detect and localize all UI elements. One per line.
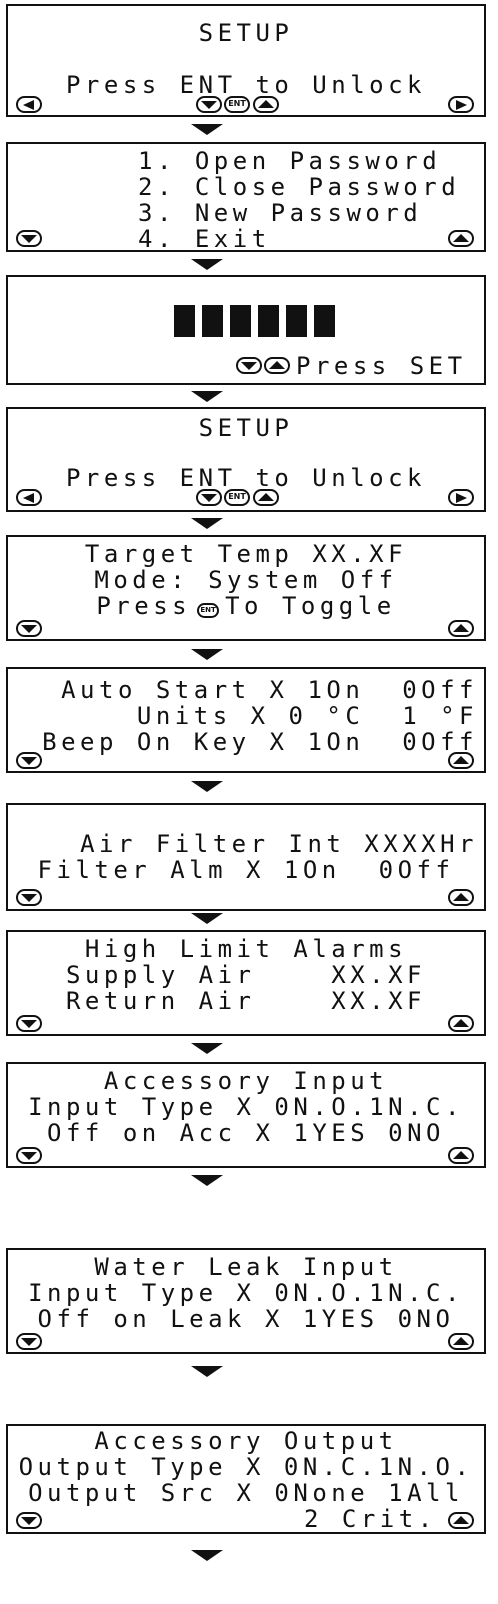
down-arrow-icon xyxy=(16,1147,42,1164)
input-type-line: Input Type X 0N.O.1N.C. xyxy=(28,1093,464,1121)
mode-line: Mode: System Off xyxy=(94,566,398,594)
water-leak-title: Water Leak Input xyxy=(94,1253,398,1281)
flow-arrow-icon xyxy=(191,391,223,402)
lcd-screen-password-entry: Press SET xyxy=(6,275,486,385)
beep-line: Beep On Key X 1On 0Off xyxy=(42,728,478,756)
lcd-screen-auto-start: Auto Start X 1On 0Off Units X 0 °C 1 °F … xyxy=(6,667,486,773)
screen-text: Press ENT to Unlock xyxy=(65,464,427,492)
left-arrow-icon xyxy=(16,489,42,506)
lcd-screen-water-leak: Water Leak Input Input Type X 0N.O.1N.C.… xyxy=(6,1248,486,1354)
lcd-screen-high-limit: High Limit Alarms Supply Air XX.XF Retur… xyxy=(6,930,486,1036)
lcd-screen-accessory-output: Accessory Output Output Type X 0N.C.1N.O… xyxy=(6,1424,486,1534)
left-arrow-icon xyxy=(16,96,42,113)
screen-title: SETUP xyxy=(198,19,294,47)
output-src-line: Output Src X 0None 1All xyxy=(28,1479,464,1507)
down-arrow-icon xyxy=(16,889,42,906)
menu-item-new-password: 3. New Password xyxy=(138,199,423,227)
down-arrow-icon xyxy=(196,489,222,506)
input-type-line: Input Type X 0N.O.1N.C. xyxy=(28,1279,464,1307)
output-src-crit-line: 2 Crit. xyxy=(304,1505,437,1533)
output-type-line: Output Type X 0N.C.1N.O. xyxy=(18,1453,474,1481)
menu-item-close-password: 2. Close Password xyxy=(138,173,461,201)
up-arrow-icon xyxy=(253,96,279,113)
flow-arrow-icon xyxy=(191,649,223,660)
screen-title: SETUP xyxy=(198,414,294,442)
right-arrow-icon xyxy=(448,489,474,506)
return-air-line: Return Air XX.XF xyxy=(65,987,427,1015)
up-arrow-icon xyxy=(448,620,474,637)
units-line: Units X 0 °C 1 °F xyxy=(136,702,478,730)
lcd-screen-setup-unlock: SETUP Press ENT to Unlock ENT xyxy=(6,4,486,117)
supply-air-line: Supply Air XX.XF xyxy=(65,961,427,989)
screen-text: Press ENT to Unlock xyxy=(65,71,427,99)
lcd-screen-setup-unlock-2: SETUP Press ENT to Unlock ENT xyxy=(6,407,486,512)
up-arrow-icon xyxy=(448,1512,474,1529)
lcd-screen-target-temp: Target Temp XX.XF Mode: System Off Press… xyxy=(6,535,486,641)
right-arrow-icon xyxy=(448,96,474,113)
ent-icon: ENT xyxy=(224,96,250,113)
target-temp-line: Target Temp XX.XF xyxy=(84,540,408,568)
up-arrow-icon xyxy=(448,1147,474,1164)
off-on-acc-line: Off on Acc X 1YES 0NO xyxy=(47,1119,445,1147)
air-filter-line: Air Filter Int XXXXHr xyxy=(80,830,478,858)
flow-arrow-icon xyxy=(191,1550,223,1561)
flow-arrow-icon xyxy=(191,124,223,135)
up-arrow-icon xyxy=(264,357,290,374)
lcd-screen-accessory-input: Accessory Input Input Type X 0N.O.1N.C. … xyxy=(6,1062,486,1168)
down-arrow-icon xyxy=(16,1333,42,1350)
up-arrow-icon xyxy=(448,1015,474,1032)
ent-icon: ENT xyxy=(197,603,220,618)
up-arrow-icon xyxy=(448,1333,474,1350)
password-placeholder xyxy=(174,305,335,341)
menu-item-exit: 4. Exit xyxy=(138,225,271,253)
lcd-screen-air-filter: Air Filter Int XXXXHr Filter Alm X 1On 0… xyxy=(6,803,486,911)
auto-start-line: Auto Start X 1On 0Off xyxy=(61,676,478,704)
menu-item-open-password: 1. Open Password xyxy=(138,147,442,175)
up-arrow-icon xyxy=(448,230,474,247)
accessory-input-title: Accessory Input xyxy=(103,1067,389,1095)
ent-icon: ENT xyxy=(224,489,250,506)
accessory-output-title: Accessory Output xyxy=(94,1427,398,1455)
up-arrow-icon xyxy=(253,489,279,506)
flow-arrow-icon xyxy=(191,518,223,529)
up-arrow-icon xyxy=(448,889,474,906)
down-arrow-icon xyxy=(236,357,262,374)
flow-arrow-icon xyxy=(191,913,223,924)
down-arrow-icon xyxy=(16,1015,42,1032)
filter-alarm-line: Filter Alm X 1On 0Off xyxy=(37,856,455,884)
press-set-prompt: Press SET xyxy=(296,352,467,380)
flow-arrow-icon xyxy=(191,1043,223,1054)
up-arrow-icon xyxy=(448,752,474,769)
flow-arrow-icon xyxy=(191,1175,223,1186)
off-on-leak-line: Off on Leak X 1YES 0NO xyxy=(37,1305,455,1333)
flow-arrow-icon xyxy=(191,1366,223,1377)
down-arrow-icon xyxy=(16,752,42,769)
flow-arrow-icon xyxy=(191,259,223,270)
down-arrow-icon xyxy=(16,1512,42,1529)
high-limit-title: High Limit Alarms xyxy=(84,935,408,963)
down-arrow-icon xyxy=(16,620,42,637)
flow-arrow-icon xyxy=(191,781,223,792)
down-arrow-icon xyxy=(196,96,222,113)
down-arrow-icon xyxy=(16,230,42,247)
lcd-screen-password-menu: 1. Open Password 2. Close Password 3. Ne… xyxy=(6,142,486,252)
